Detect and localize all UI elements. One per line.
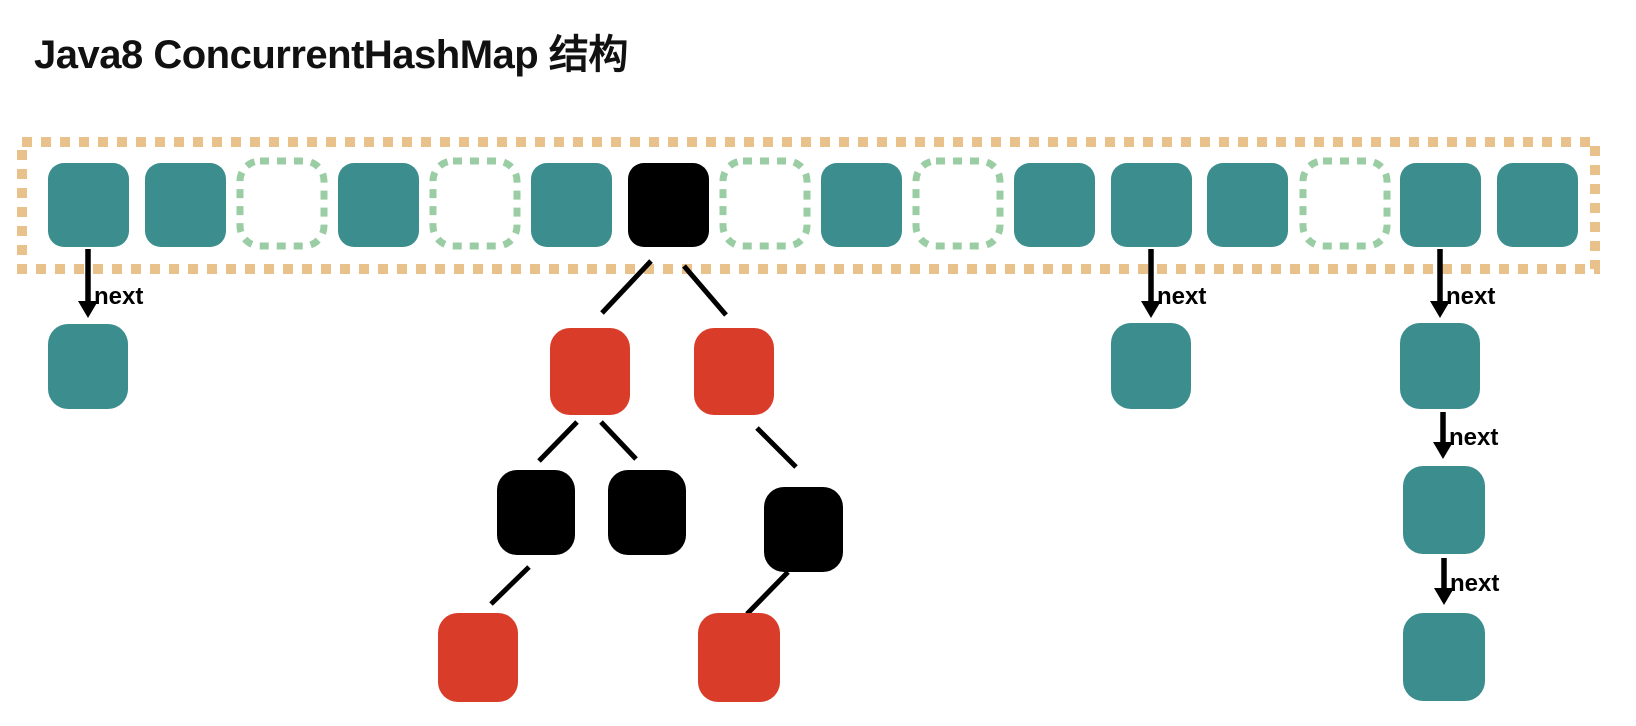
- list-node: [48, 324, 128, 409]
- tree-edge: [537, 420, 579, 463]
- tree-node-red: [438, 613, 518, 702]
- next-label: next: [94, 283, 144, 310]
- bucket-cell-empty: [1299, 157, 1391, 250]
- list-node: [1111, 323, 1191, 409]
- tree-edge: [489, 565, 531, 606]
- next-arrowhead: [1430, 301, 1450, 318]
- tree-edge: [599, 420, 638, 461]
- tree-edge: [600, 259, 653, 315]
- list-node: [1400, 323, 1480, 409]
- next-arrowhead: [1434, 588, 1454, 605]
- bucket-cell-node: [1014, 163, 1095, 247]
- bucket-cell-treebin: [628, 163, 709, 247]
- bucket-cell-node: [1207, 163, 1288, 247]
- bucket-array-border: [17, 137, 1600, 274]
- bucket-cell-node: [1497, 163, 1578, 247]
- next-label: next: [1157, 283, 1207, 310]
- next-arrowhead: [1433, 442, 1453, 459]
- next-arrowhead: [78, 301, 98, 318]
- tree-edge: [682, 264, 728, 317]
- bucket-cell-empty: [236, 157, 328, 250]
- diagram-title: Java8 ConcurrentHashMap 结构: [34, 33, 628, 77]
- bucket-cell-node: [48, 163, 129, 247]
- bucket-cell-node: [145, 163, 226, 247]
- bucket-cell-empty: [429, 157, 521, 250]
- bucket-cell-empty: [719, 157, 811, 250]
- next-label: next: [1449, 424, 1499, 451]
- tree-edge: [755, 426, 798, 469]
- tree-node-black: [608, 470, 686, 555]
- next-label: next: [1446, 283, 1496, 310]
- bucket-cell-node: [531, 163, 612, 247]
- tree-node-red: [550, 328, 630, 415]
- list-node: [1403, 613, 1485, 701]
- tree-edge: [745, 570, 790, 616]
- next-arrowhead: [1141, 301, 1161, 318]
- bucket-cell-node: [1400, 163, 1481, 247]
- list-node: [1403, 466, 1485, 554]
- bucket-cell-empty: [912, 157, 1004, 250]
- tree-node-red: [698, 613, 780, 702]
- bucket-cell-node: [821, 163, 902, 247]
- next-label: next: [1450, 570, 1500, 597]
- tree-node-red: [694, 328, 774, 415]
- tree-node-black: [497, 470, 575, 555]
- tree-node-black: [764, 487, 843, 572]
- bucket-cell-node: [338, 163, 419, 247]
- bucket-cell-node: [1111, 163, 1192, 247]
